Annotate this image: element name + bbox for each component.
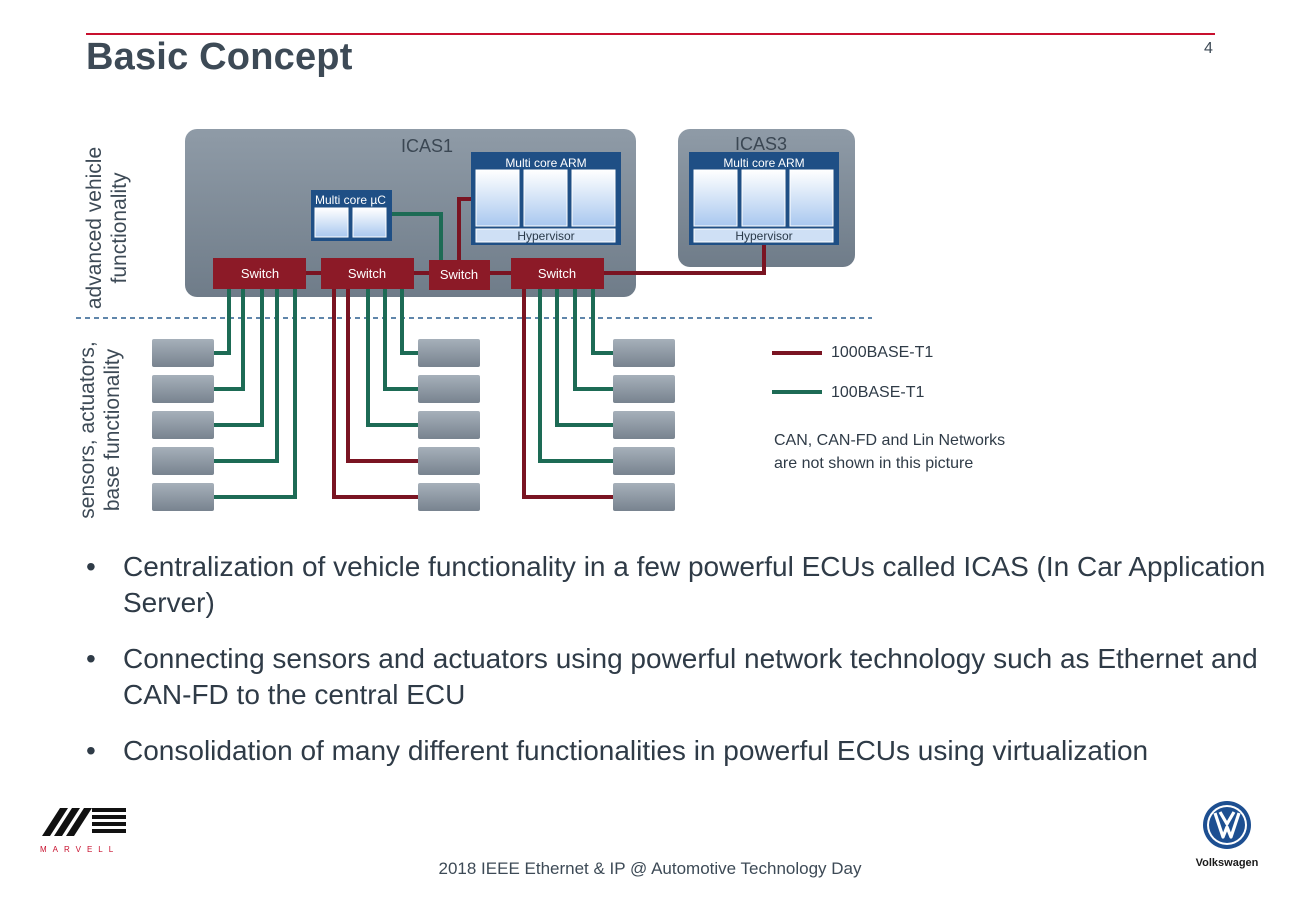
icas1-hypervisor	[475, 228, 616, 243]
sensor-node	[152, 411, 214, 439]
icas3-arm-core	[789, 169, 834, 227]
icas1-arm-core	[475, 169, 520, 227]
switch-4	[511, 258, 604, 289]
bullet-item: Centralization of vehicle functionality …	[86, 549, 1276, 621]
gigabit-links	[306, 197, 766, 499]
sensor-node	[613, 483, 675, 511]
icas3-arm-label: Multi core ARM	[723, 156, 804, 170]
sensor-node	[613, 447, 675, 475]
mcu-core	[314, 207, 349, 238]
sensor-node	[152, 339, 214, 367]
icas3-arm-core	[693, 169, 738, 227]
switch-4-label: Switch	[538, 266, 576, 281]
header-rule	[86, 33, 1215, 35]
switch-3	[429, 260, 490, 290]
sensor-node	[613, 375, 675, 403]
icas1-arm-label: Multi core ARM	[505, 156, 586, 170]
icas1-label: ICAS1	[401, 136, 453, 156]
sensor-node	[418, 339, 480, 367]
sensor-node	[418, 483, 480, 511]
legend-note-line2: are not shown in this picture	[774, 455, 974, 472]
legend-note: CAN, CAN-FD and Lin Networks are not sho…	[774, 429, 1005, 475]
sensor-node	[418, 411, 480, 439]
sensor-node	[613, 339, 675, 367]
icas3-arm-core	[741, 169, 786, 227]
sensor-node	[418, 375, 480, 403]
sensor-node	[152, 375, 214, 403]
switch-2-label: Switch	[348, 266, 386, 281]
icas3-hypervisor	[693, 228, 834, 243]
switch-1	[213, 258, 306, 289]
marvell-logo: MARVELL	[40, 808, 126, 854]
vw-wordmark: Volkswagen	[1195, 857, 1259, 869]
marvell-wordmark: MARVELL	[40, 845, 119, 854]
sensor-node	[152, 483, 214, 511]
mcu-label: Multi core µC	[315, 193, 386, 207]
legend-label-1000base: 1000BASE-T1	[831, 344, 934, 361]
icas1-hypervisor-label: Hypervisor	[517, 229, 574, 243]
icas1-arm-core	[523, 169, 568, 227]
icas3-hypervisor-label: Hypervisor	[735, 229, 792, 243]
bullet-item: Connecting sensors and actuators using p…	[86, 641, 1276, 713]
page-number: 4	[1204, 40, 1213, 57]
switch-3-label: Switch	[440, 267, 478, 282]
sensor-node	[613, 411, 675, 439]
bullet-list: Centralization of vehicle functionality …	[86, 549, 1276, 789]
fast-links	[214, 212, 615, 499]
switch-1-label: Switch	[241, 266, 279, 281]
icas1-arm-core	[571, 169, 616, 227]
switch-2	[321, 258, 414, 289]
volkswagen-logo: Volkswagen	[1192, 800, 1262, 869]
legend-note-line1: CAN, CAN-FD and Lin Networks	[774, 432, 1006, 449]
icas3-label: ICAS3	[735, 134, 787, 154]
page-title: Basic Concept	[86, 36, 353, 78]
bullet-item: Consolidation of many different function…	[86, 733, 1276, 769]
sensor-node	[418, 447, 480, 475]
mcu-core	[352, 207, 387, 238]
sensor-node	[152, 447, 214, 475]
footer-event: 2018 IEEE Ethernet & IP @ Automotive Tec…	[438, 859, 862, 878]
legend-label-100base: 100BASE-T1	[831, 384, 925, 401]
vw-emblem-icon	[1203, 801, 1251, 849]
